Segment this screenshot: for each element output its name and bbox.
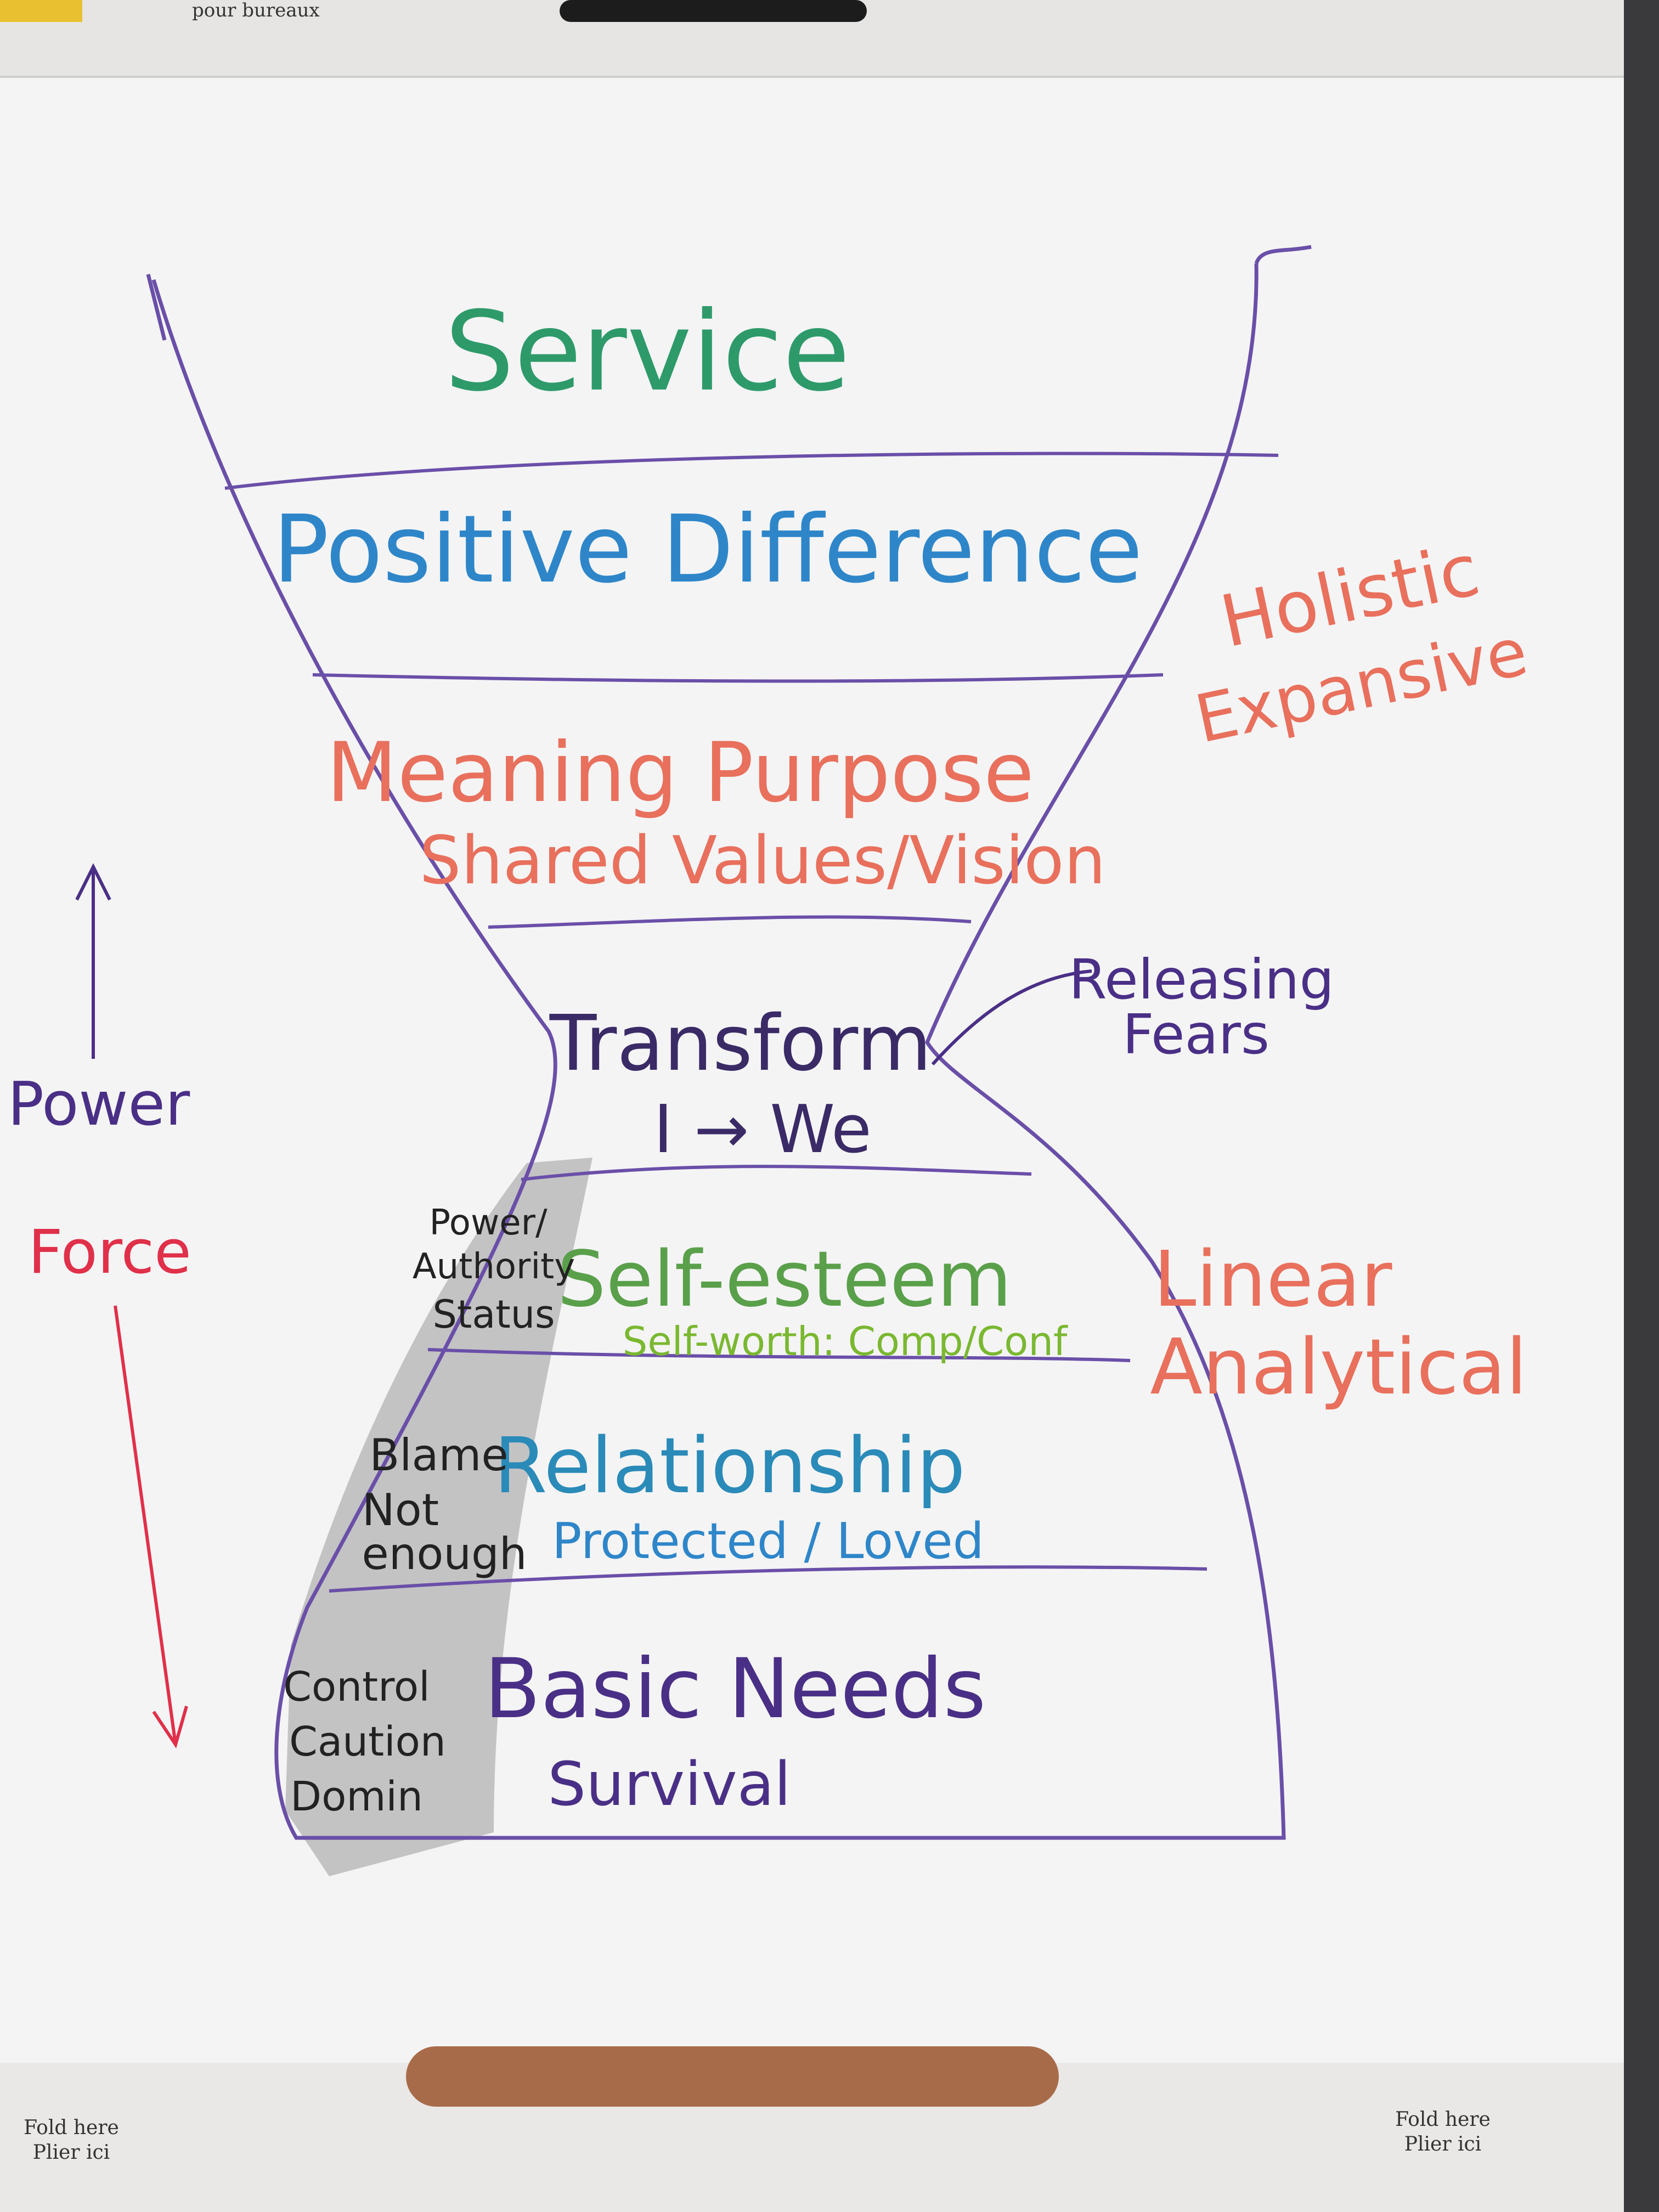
level-transform-line1: Transform [549,999,932,1088]
divider-relationship [329,1565,1207,1593]
hourglass-outline [151,263,1286,1840]
outline-top-left-hook [146,274,167,341]
level-self-esteem-line2: Self-worth: Comp/Conf [623,1318,1068,1364]
level-self-esteem-line1: Self-esteem [557,1235,1012,1324]
level-relationship-line1: Relationship [494,1421,965,1511]
outline-top-right-hook [1254,245,1312,264]
fold-right-2: Plier ici [1404,2133,1481,2155]
level-basic-needs-line2: Survival [548,1749,791,1819]
level-meaning-line1: Meaning Purpose [326,725,1034,821]
top-handle-cutout [560,0,867,22]
level-transform-line2: I → We [653,1092,872,1168]
level-meaning-line2: Shared Values/Vision [419,823,1105,899]
shadow-authority: Authority [413,1246,575,1287]
divider-service [224,452,1279,490]
divider-meaning [488,915,972,929]
power-arrow [75,863,111,1059]
shadow-shading [285,1158,592,1876]
fold-left-1: Fold here [24,2117,119,2139]
shadow-control: Control [283,1663,430,1711]
label-fears: Fears [1122,1002,1269,1066]
level-relationship-line2: Protected / Loved [552,1513,984,1570]
fold-right-1: Fold here [1395,2108,1491,2131]
level-basic-needs-line1: Basic Needs [484,1641,986,1737]
fold-left-2: Plier ici [33,2141,110,2164]
top-label: pour bureaux [192,0,320,21]
divider-positive [312,673,1164,683]
label-power: Power [8,1069,190,1139]
force-arrow [114,1305,188,1749]
label-linear: Linear [1153,1235,1392,1324]
divider-self-esteem [427,1348,1131,1362]
level-positive-difference: Positive Difference [273,495,1143,604]
paper-sheet [0,77,1624,2063]
bottom-handle-cutout [406,2046,1059,2107]
label-force: Force [28,1217,191,1287]
releasing-pointer-line [931,969,1092,1066]
top-brand-logo [0,0,82,22]
shadow-not: Not [362,1485,439,1536]
shadow-domin: Domin [290,1773,423,1820]
shadow-power: Power/ [429,1203,548,1243]
level-service: Service [444,288,850,416]
shadow-status: Status [432,1292,555,1337]
divider-transform [521,1165,1032,1181]
shadow-caution: Caution [289,1718,446,1765]
shadow-blame: Blame [369,1430,508,1481]
shadow-enough: enough [362,1528,527,1579]
label-releasing: Releasing [1069,947,1334,1012]
label-analytical: Analytical [1150,1323,1527,1412]
